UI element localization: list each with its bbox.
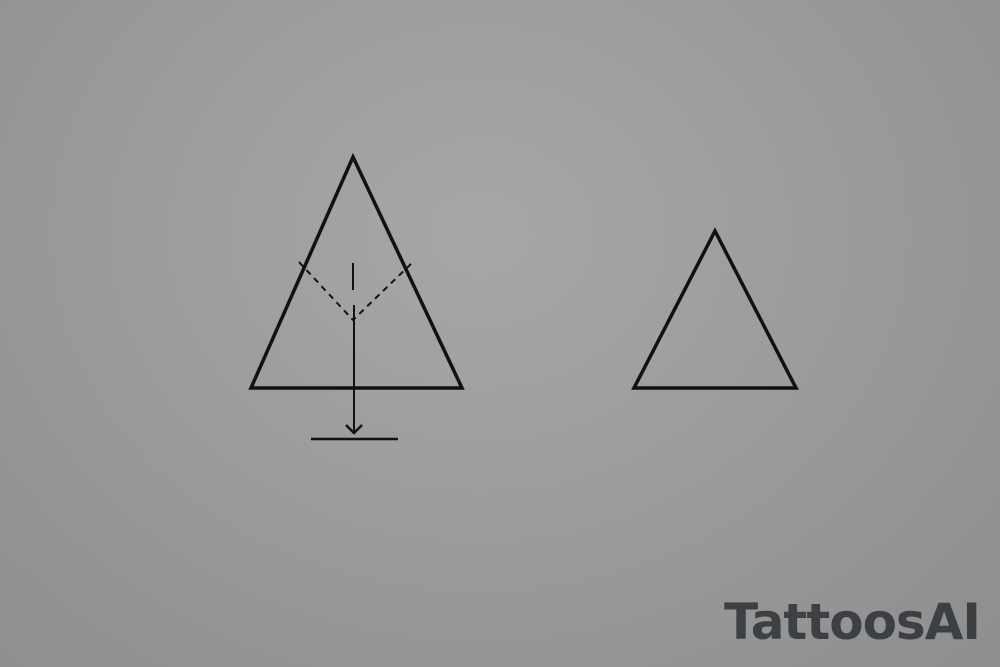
small-triangle bbox=[631, 227, 799, 390]
dashed-branch-lines bbox=[298, 261, 414, 322]
large-triangle bbox=[248, 152, 465, 390]
watermark-logo-text: TattoosAI bbox=[724, 593, 981, 651]
